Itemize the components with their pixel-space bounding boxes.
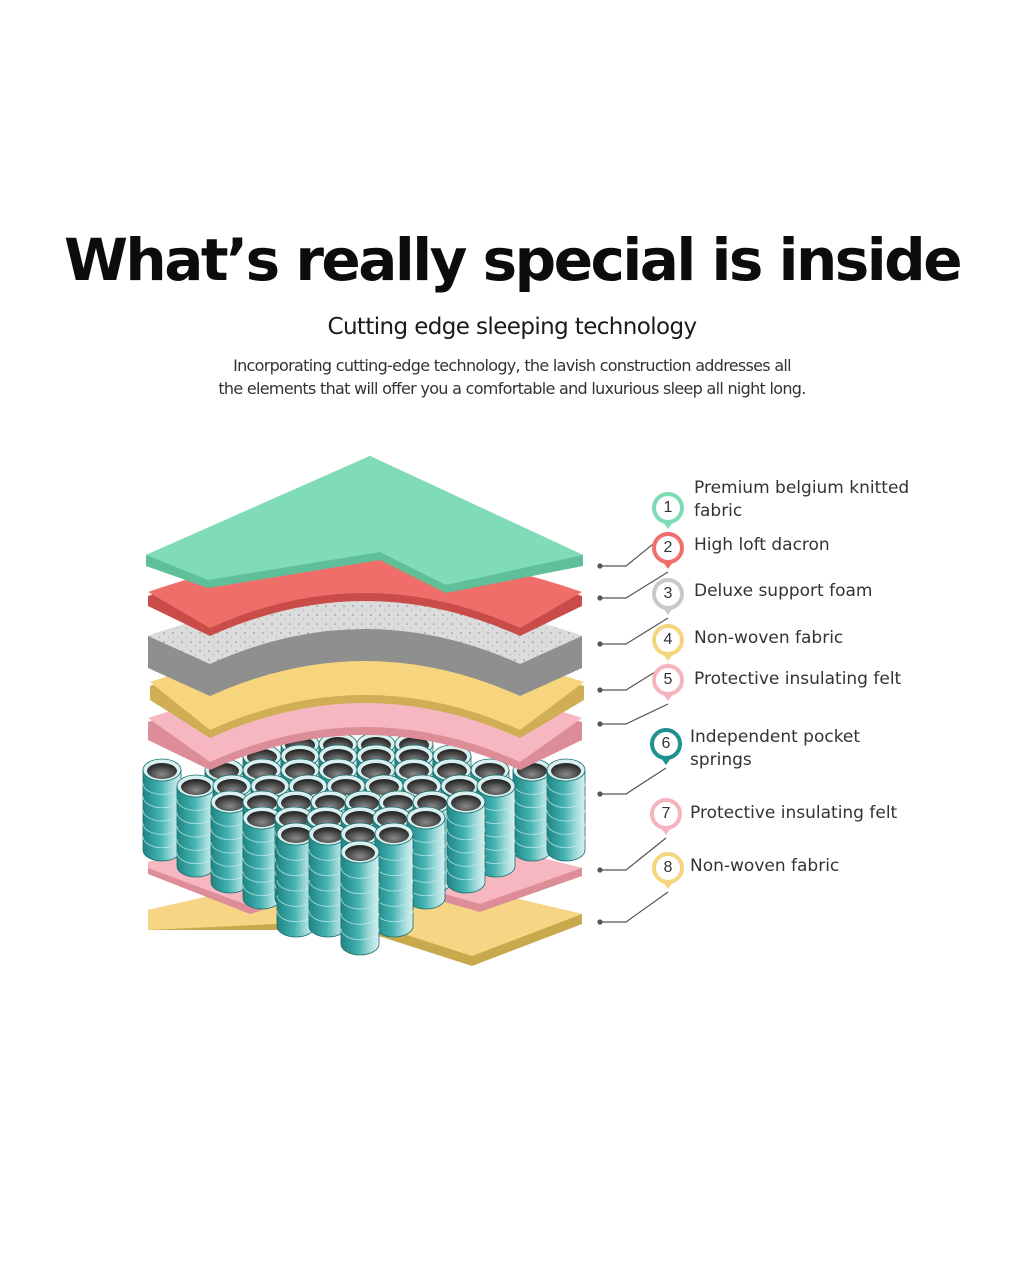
description-line-1: Incorporating cutting-edge technology, t… <box>233 356 792 375</box>
leader-dot-2 <box>597 595 603 601</box>
pocket-spring <box>476 774 516 878</box>
layer-label-3: Deluxe support foam <box>694 580 872 603</box>
leader-line-2 <box>600 571 669 599</box>
pocket-spring <box>446 790 486 894</box>
pocket-spring <box>176 774 216 878</box>
layer-number-badge-6: 6 <box>650 728 682 765</box>
pocket-spring <box>242 806 282 910</box>
leader-dot-4 <box>597 687 603 693</box>
pocket-spring <box>374 822 414 938</box>
layer-label-line: Protective insulating felt <box>694 669 902 689</box>
layer-label-line: Non-woven fabric <box>690 856 840 876</box>
layer-label-line: springs <box>690 750 752 770</box>
leader-dot-3 <box>597 641 603 647</box>
leader-line-3 <box>600 617 669 645</box>
pocket-spring <box>512 758 552 862</box>
layer-number-badge-3: 3 <box>652 578 684 615</box>
leader-dot-7 <box>597 867 603 873</box>
layer-label-line: Premium belgium knitted <box>694 478 910 498</box>
layer-number-badge-8: 8 <box>652 852 684 889</box>
layer-label-line: Independent pocket <box>690 727 861 747</box>
layer-number-badge-2: 2 <box>652 532 684 569</box>
pocket-spring <box>340 840 380 956</box>
leader-dot-6 <box>597 791 603 797</box>
layer-number-badge-4: 4 <box>652 624 684 661</box>
layer-label-line: High loft dacron <box>694 535 830 555</box>
leader-dot-5 <box>597 721 603 727</box>
layer-label-line: Deluxe support foam <box>694 581 873 601</box>
description: Incorporating cutting-edge technology, t… <box>150 354 874 400</box>
leader-line-7 <box>600 837 667 871</box>
layer-1-premium-belgium-knitted-fabric <box>146 456 583 593</box>
pocket-spring <box>406 806 446 910</box>
layer-number-badge-1: 1 <box>652 492 684 529</box>
layer-number-badge-5: 5 <box>652 664 684 701</box>
layer-label-line: Protective insulating felt <box>690 803 898 823</box>
leader-line-6 <box>600 767 667 795</box>
layer-label-6: Independent pocket springs <box>690 726 860 772</box>
layer-label-line: Non-woven fabric <box>694 628 844 648</box>
layer-label-1: Premium belgium knitted fabric <box>694 477 909 523</box>
layer-number-badge-7: 7 <box>650 798 682 835</box>
pocket-spring <box>308 822 348 938</box>
leader-dot-8 <box>597 919 603 925</box>
pocket-spring <box>546 758 586 862</box>
layer-label-4: Non-woven fabric <box>694 627 843 650</box>
page-subtitle: Cutting edge sleeping technology <box>327 314 697 340</box>
pocket-spring <box>142 758 182 862</box>
layer-label-7: Protective insulating felt <box>690 802 897 825</box>
pocket-spring <box>210 790 250 894</box>
layer-label-2: High loft dacron <box>694 534 830 557</box>
leader-line-8 <box>600 891 669 923</box>
description-line-2: the elements that will offer you a comfo… <box>218 379 806 398</box>
leader-line-5 <box>600 703 669 725</box>
layer-label-5: Protective insulating felt <box>694 668 901 691</box>
layer-label-line: fabric <box>694 501 743 521</box>
pocket-spring <box>276 822 316 938</box>
leader-dot-1 <box>597 563 603 569</box>
layer-6-independent-pocket-springs <box>142 732 586 956</box>
page-title: What’s really special is inside <box>63 226 963 294</box>
layer-label-8: Non-woven fabric <box>690 855 839 878</box>
